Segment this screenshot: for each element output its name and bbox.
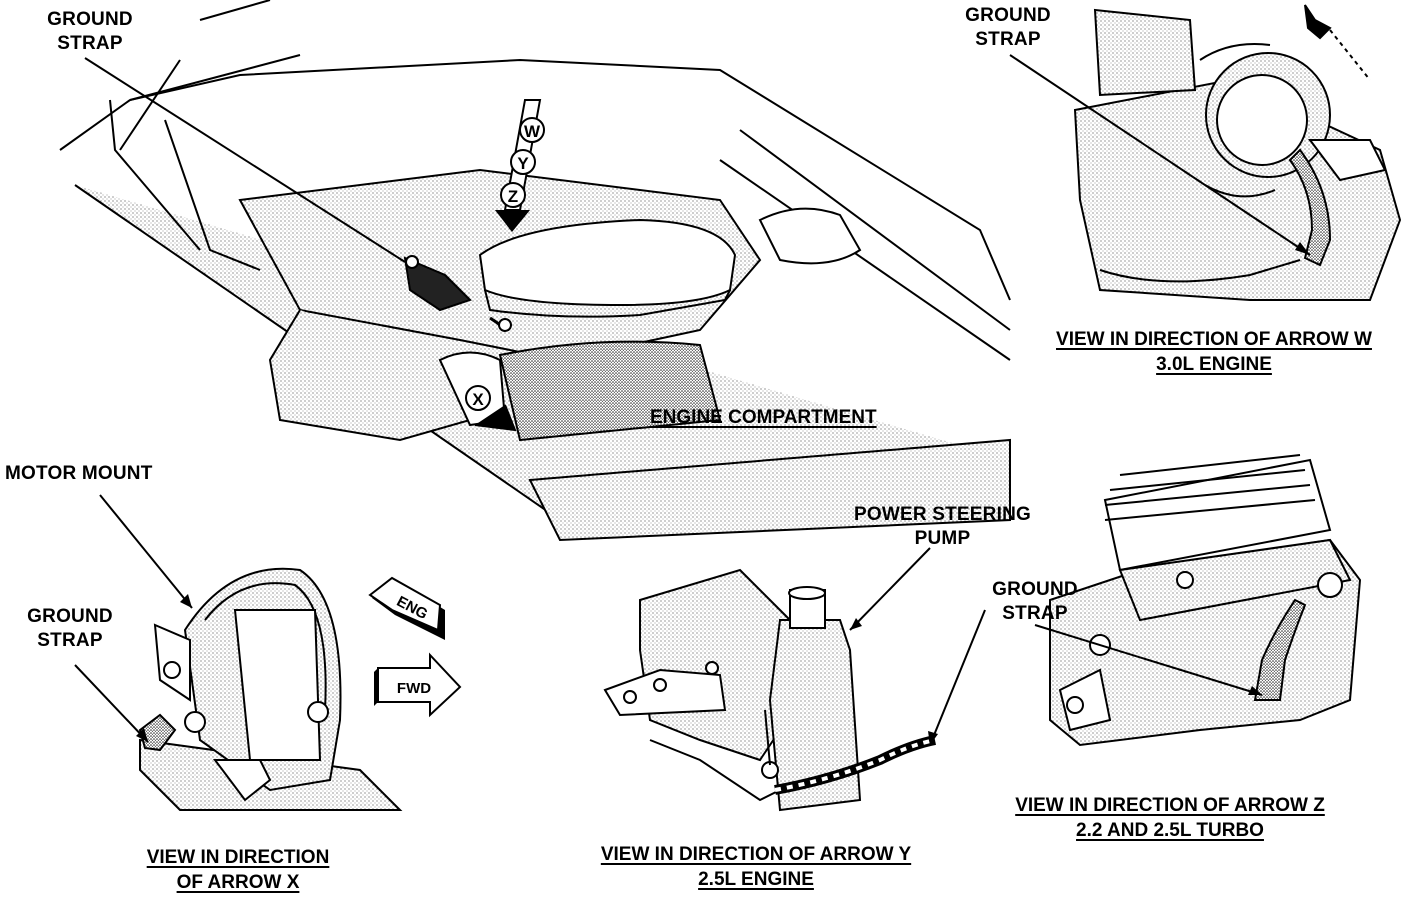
engine-compartment-caption: ENGINE COMPARTMENT [650, 407, 877, 428]
leader-ground-strap-main [84, 57, 406, 263]
view-x-caption-line1: VIEW IN DIRECTION [146, 847, 330, 868]
view-w-illustration [1073, 4, 1402, 301]
leader-ground-strap-y [929, 609, 986, 746]
motor-mount-label: MOTOR MOUNT [5, 463, 153, 484]
arrow-w-label: W [524, 122, 541, 141]
view-x-caption-line2: OF ARROW X [176, 872, 300, 893]
fwd-label: FWD [397, 680, 431, 697]
ground-strap-x-label: GROUND STRAP [27, 606, 113, 651]
arrow-x-label: X [472, 390, 484, 409]
leader-ground-strap-z [1034, 624, 1263, 696]
power-steering-pump-label: POWER STEERING PUMP [854, 504, 1031, 549]
arrow-wyz-stack: W Y Z [495, 99, 545, 232]
arrow-x-marker: X [465, 385, 491, 411]
view-y-illustration [603, 568, 937, 812]
leader-ground-strap-x [74, 664, 149, 743]
view-x-illustration [138, 567, 403, 811]
view-w-caption-line1: VIEW IN DIRECTION OF ARROW W [1056, 329, 1372, 350]
arrow-y-label: Y [517, 154, 529, 173]
view-z-illustration [1049, 454, 1362, 747]
fwd-arrow: FWD [374, 652, 462, 718]
arrow-z-label: Z [508, 187, 518, 206]
leader-motor-mount [99, 494, 193, 609]
engine-compartment-view [59, 0, 1011, 542]
leader-ground-strap-w [1009, 54, 1311, 256]
ground-strap-w-label: GROUND STRAP [965, 5, 1051, 50]
ground-strap-main-label: GROUND STRAP [47, 9, 133, 54]
view-y-caption-line2: 2.5L ENGINE [698, 869, 814, 890]
view-z-caption-line1: VIEW IN DIRECTION OF ARROW Z [1015, 795, 1325, 816]
view-w-caption-line2: 3.0L ENGINE [1156, 354, 1272, 375]
view-y-caption-line1: VIEW IN DIRECTION OF ARROW Y [600, 844, 912, 865]
eng-arrow: ENG [368, 576, 445, 640]
ground-strap-z-label: GROUND STRAP [992, 579, 1078, 624]
leader-power-steering-pump [849, 547, 931, 631]
view-z-caption-line2: 2.2 AND 2.5L TURBO [1076, 820, 1264, 841]
